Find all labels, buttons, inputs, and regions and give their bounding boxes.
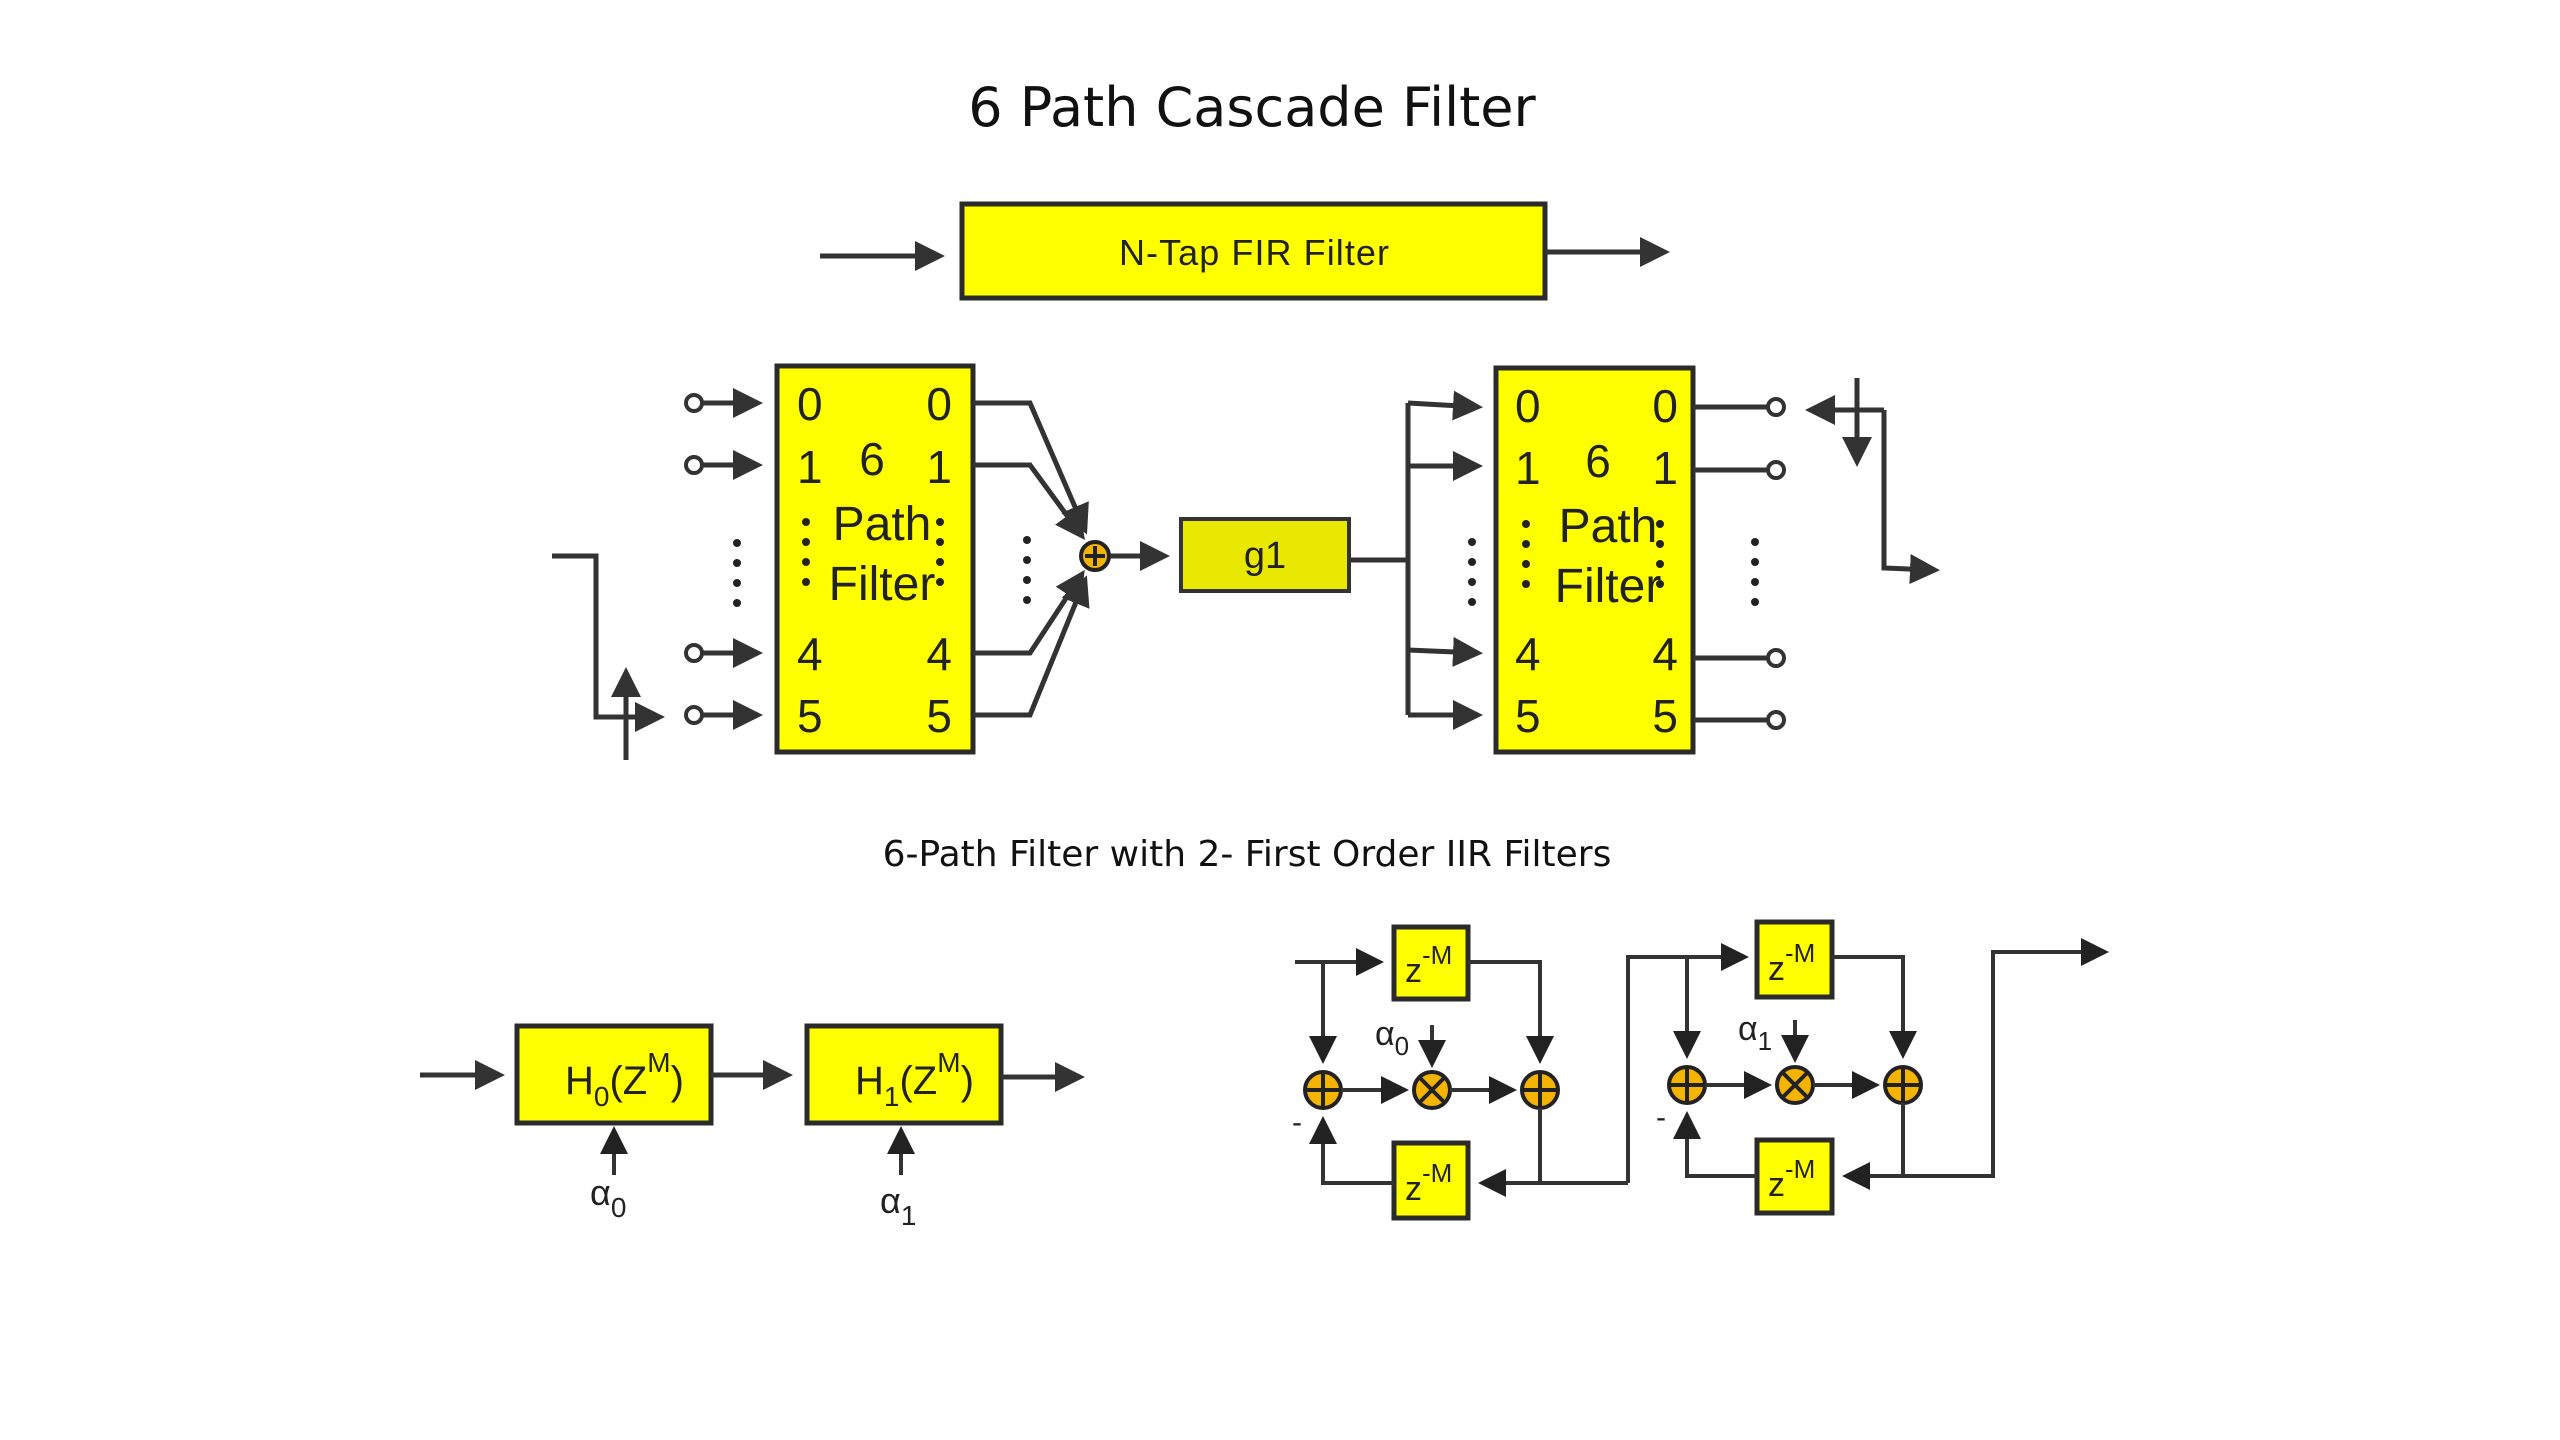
delay-label: z-M [1768,1154,1815,1204]
alpha0-label: α0 [590,1172,626,1223]
block-right-port-labels: 0 1 4 5 0 1 4 5 [1515,380,1678,742]
mid-ellipsis-dots [1023,536,1031,604]
delay-label: z-M [1405,940,1452,990]
port-icon [684,643,704,663]
block-left-num: 6 [859,433,885,485]
six-path-filter-block-right [1493,365,1696,755]
gain-block [1179,517,1351,593]
bus-ellipsis-dots [1468,538,1476,606]
svg-text:5: 5 [797,690,823,742]
summer-icon [1079,540,1111,572]
iir-alpha1-label: α1 [1738,1010,1772,1056]
delay-label: z-M [1768,938,1815,988]
svg-text:4: 4 [1515,628,1541,680]
svg-text:5: 5 [1652,690,1678,742]
left-ellipsis-dots [733,539,741,607]
svg-text:0: 0 [926,378,952,430]
delay-block [1754,919,1835,1000]
multiplier-icon [1775,1065,1815,1105]
summer-icon [1303,1070,1343,1110]
h1-label: H1(ZM) [855,1047,974,1112]
svg-text:0: 0 [1652,380,1678,432]
summer-icon [1520,1070,1560,1110]
iir-stage-1: z-M α1 z-M - [1656,919,2109,1216]
minus-sign: - [1292,1106,1302,1139]
output-line-1 [973,462,1085,541]
block-right-num: 6 [1585,435,1611,487]
block-left-port-labels: 0 1 4 5 0 1 4 5 [797,378,952,742]
output-line-0 [973,400,1089,535]
iir-output-arrow [1903,938,2109,1178]
right-path-filter-section: 0 1 4 5 0 1 4 5 6 Path Filter [1405,365,1940,755]
right-ellipsis-dots [1751,538,1759,606]
output-line-4 [973,569,1085,656]
iir-stage-0: z-M α0 z-M - [1292,924,1749,1221]
commutator-input-line [552,553,665,732]
block-left-line1: Path [833,498,932,551]
block-right-line1: Path [1559,500,1658,553]
port-icon [1766,710,1786,730]
h0-block [514,1023,714,1126]
svg-text:1: 1 [926,441,952,493]
iir-alpha0-label: α0 [1375,1015,1409,1061]
alpha1-label: α1 [880,1180,916,1231]
port-icon [684,705,704,725]
ntap-fir-label: N-Tap FIR Filter [1119,232,1389,273]
section-subtitle: 6-Path Filter with 2- First Order IIR Fi… [883,834,1612,875]
svg-text:1: 1 [1652,442,1678,494]
svg-text:0: 0 [1515,380,1541,432]
delay-label: z-M [1405,1158,1452,1208]
iir0-feedback-up-arrow [1309,1116,1394,1185]
multiplier-icon [1412,1070,1452,1110]
left-path-filter-section: 0 1 4 5 0 1 4 5 6 Path Filter [552,363,1408,760]
h0-label: H0(ZM) [565,1047,684,1112]
port-icon [1766,397,1786,417]
svg-text:4: 4 [1652,628,1678,680]
commutator-output-line [1881,410,1940,585]
svg-text:5: 5 [926,690,952,742]
port-icon [1766,648,1786,668]
iir1-delay-out-arrow [1832,955,1917,1059]
gain-label: g1 [1244,535,1286,577]
port-icon [1766,460,1786,480]
stage-connector-arrow [1626,943,1749,1183]
port-icon [684,455,704,475]
summer-icon [1883,1065,1923,1105]
block-right-inner-dots [1522,520,1664,588]
delay-block [1391,1140,1471,1221]
cascade-section: H0(ZM) H1(ZM) α0 α1 [420,1023,1085,1231]
page-title: 6 Path Cascade Filter [968,76,1536,139]
output-line-5 [973,575,1090,718]
summer-icon [1667,1065,1707,1105]
bus-arrow-0 [1407,390,1483,421]
svg-text:1: 1 [797,441,823,493]
bus-arrow-4 [1407,636,1483,667]
minus-sign: - [1656,1101,1666,1134]
svg-text:4: 4 [926,628,952,680]
svg-text:5: 5 [1515,690,1541,742]
port-icon [684,393,704,413]
block-left-line2: Filter [829,558,936,611]
block-right-line2: Filter [1555,560,1662,613]
svg-text:4: 4 [797,628,823,680]
svg-text:0: 0 [797,378,823,430]
svg-text:1: 1 [1515,442,1541,494]
ntap-fir-section: N-Tap FIR Filter [820,201,1670,301]
iir0-delay-out-arrow [1468,960,1554,1064]
iir1-feedback-up-arrow [1673,1111,1757,1178]
block-left-inner-dots [802,518,944,586]
